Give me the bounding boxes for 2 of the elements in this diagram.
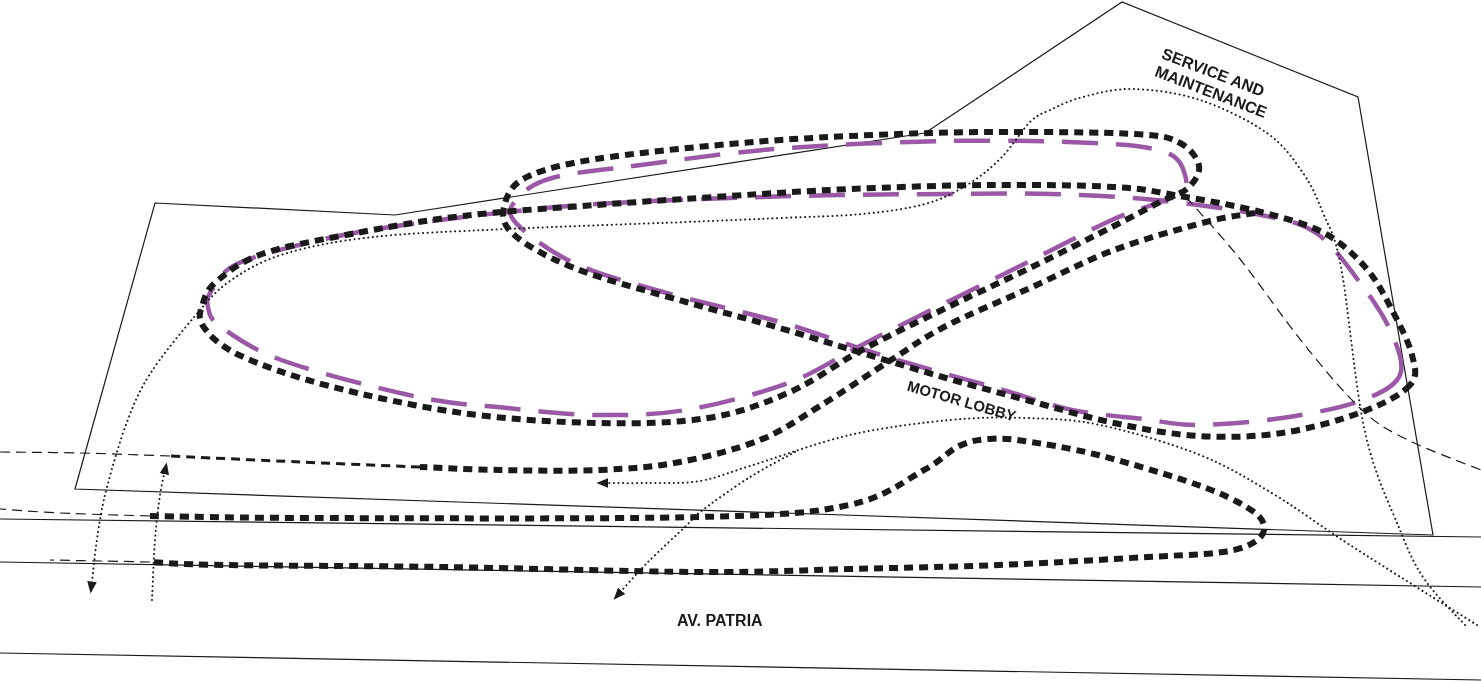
street-name-label: AV. PATRIA (677, 611, 763, 630)
zone-label: MOTOR LOBBY (905, 377, 1018, 426)
